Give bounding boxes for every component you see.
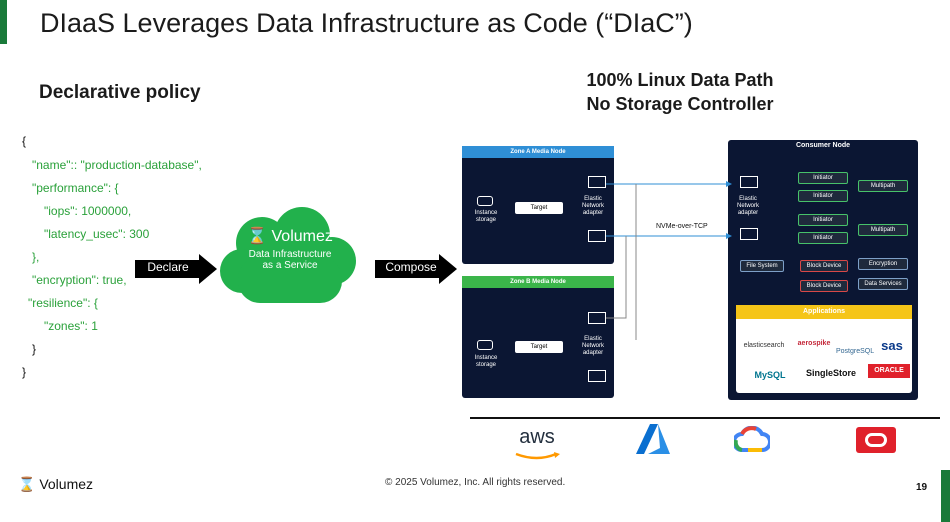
- aws-logo: aws: [519, 426, 555, 448]
- aerospike-logo: aerospike: [797, 340, 831, 347]
- file-system: File System: [740, 260, 784, 272]
- data-path-heading-line1: 100% Linux Data Path: [586, 70, 774, 90]
- declare-label: Declare: [147, 260, 189, 274]
- aws-smile-icon: [515, 452, 560, 460]
- applications-title: Applications: [736, 305, 912, 319]
- initiator-3: Initiator: [798, 214, 848, 226]
- zone-a-instance-storage: Instance storage: [474, 210, 498, 223]
- oracle-logo: ORACLE: [868, 364, 910, 378]
- consumer-ena: Elastic Network adapter: [736, 196, 759, 216]
- google-cloud-logo-icon: [734, 426, 770, 452]
- cloud-line2: as a Service: [262, 260, 318, 271]
- nic-icon: [588, 370, 606, 382]
- zone-b-title: Zone B Media Node: [462, 276, 614, 288]
- block-device-2: Block Device: [800, 280, 848, 292]
- singlestore-logo: SingleStore: [805, 368, 856, 378]
- initiator-2: Initiator: [798, 190, 848, 202]
- nic-icon: [588, 312, 606, 324]
- azure-logo-text: Azure: [620, 460, 621, 461]
- cloud-icon: [220, 207, 356, 303]
- nic-icon: [740, 176, 758, 188]
- code-line: "latency_usec": 300: [44, 227, 150, 241]
- disk-icon: [477, 196, 493, 206]
- oracle-ring-icon: [865, 433, 887, 447]
- volumez-logo-icon: ⌛: [247, 228, 268, 245]
- code-line: }: [22, 365, 27, 379]
- volumez-service-cloud: ⌛ Volumez Data Infrastructure as a Servi…: [230, 226, 350, 271]
- code-line: "zones": 1: [44, 319, 98, 333]
- data-path-heading: 100% Linux Data Path No Storage Controll…: [560, 68, 800, 116]
- initiator-1: Initiator: [798, 172, 848, 184]
- applications-panel: Applications: [736, 305, 912, 393]
- sas-logo: sas: [881, 338, 903, 353]
- code-line: }: [32, 342, 37, 356]
- footer-logo: ⌛ Volumez: [18, 476, 93, 493]
- zone-a-target: Target: [515, 202, 563, 214]
- nic-icon: [588, 230, 606, 242]
- oracle-cloud-logo: [856, 427, 896, 453]
- nvme-over-tcp-label: NVMe-over-TCP: [656, 223, 708, 230]
- compose-arrow-icon: [375, 254, 457, 284]
- copyright: © 2025 Volumez, Inc. All rights reserved…: [385, 477, 566, 488]
- zone-a-ena: Elastic Network adapter: [581, 196, 604, 216]
- elasticsearch-logo: elasticsearch: [743, 342, 785, 349]
- cloud-brand-text: Volumez: [271, 228, 333, 245]
- oracle-cloud-logo-text: Oracle Cloud: [850, 460, 851, 461]
- code-line: "encryption": true,: [32, 273, 127, 287]
- zone-a-title: Zone A Media Node: [462, 146, 614, 158]
- nic-icon: [588, 176, 606, 188]
- data-path-heading-line2: No Storage Controller: [586, 94, 774, 114]
- page-number: 19: [916, 482, 928, 493]
- slide-title: DIaaS Leverages Data Infrastructure as C…: [40, 8, 693, 38]
- zone-b-target: Target: [515, 341, 563, 353]
- azure-logo-icon: [636, 424, 670, 454]
- google-cloud-logo-text: Google Cloud: [720, 460, 721, 461]
- code-line: "name":: "production-database",: [32, 158, 202, 172]
- mysql-logo: MySQL: [754, 370, 786, 380]
- block-device-1: Block Device: [800, 260, 848, 272]
- postgresql-logo: PostgreSQL: [836, 348, 875, 355]
- code-line: "resilience": {: [28, 296, 98, 310]
- code-line: },: [32, 250, 40, 264]
- initiator-4: Initiator: [798, 232, 848, 244]
- disk-icon: [477, 340, 493, 350]
- volumez-footer-logo-icon: ⌛: [18, 476, 36, 492]
- nic-icon: [740, 228, 758, 240]
- encryption: Encryption: [858, 258, 908, 270]
- title-accent-bar: [0, 0, 7, 44]
- nvme-connections: [606, 181, 732, 340]
- divider-line: [470, 417, 940, 419]
- multipath-1: Multipath: [858, 180, 908, 192]
- code-line: "performance": {: [32, 181, 119, 195]
- code-line: "iops": 1000000,: [44, 204, 132, 218]
- code-line: {: [22, 134, 27, 148]
- footer-logo-text: Volumez: [39, 476, 94, 492]
- footer-accent-bar: [941, 470, 950, 522]
- declarative-policy-heading: Declarative policy: [39, 82, 201, 103]
- compose-label: Compose: [385, 260, 437, 274]
- multipath-2: Multipath: [858, 224, 908, 236]
- cloud-brand: ⌛ Volumez: [230, 226, 350, 246]
- declare-arrow-icon: [135, 254, 217, 284]
- consumer-node-title: Consumer Node: [795, 142, 851, 149]
- cloud-line1: Data Infrastructure: [248, 249, 332, 260]
- zone-b-instance-storage: Instance storage: [474, 355, 498, 368]
- data-services: Data Services: [858, 278, 908, 290]
- zone-b-ena: Elastic Network adapter: [581, 336, 604, 356]
